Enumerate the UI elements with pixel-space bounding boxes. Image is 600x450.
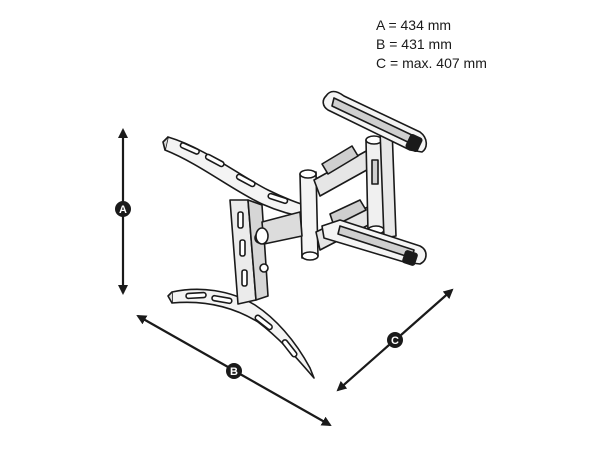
swing-arm	[255, 90, 428, 266]
legend-a: A = 434 mm	[376, 17, 452, 33]
legend-b: B = 431 mm	[376, 36, 452, 52]
legend-c: C = max. 407 mm	[376, 55, 487, 71]
dimension-b: B	[136, 315, 332, 426]
dimension-b-arrow	[136, 315, 229, 368]
dimension-c: C	[336, 288, 454, 392]
dimension-legend: A = 434 mm B = 431 mm C = max. 407 mm	[376, 16, 487, 73]
dimension-c-arrow	[400, 288, 454, 336]
dimension-c-label: C	[391, 335, 399, 347]
dimension-a-badge	[115, 201, 131, 217]
dimension-b-label: B	[230, 366, 238, 378]
dimension-a-label: A	[119, 204, 127, 216]
dimension-a: A	[115, 128, 131, 295]
dimension-b-badge	[226, 363, 242, 379]
dimension-c-badge	[387, 332, 403, 348]
